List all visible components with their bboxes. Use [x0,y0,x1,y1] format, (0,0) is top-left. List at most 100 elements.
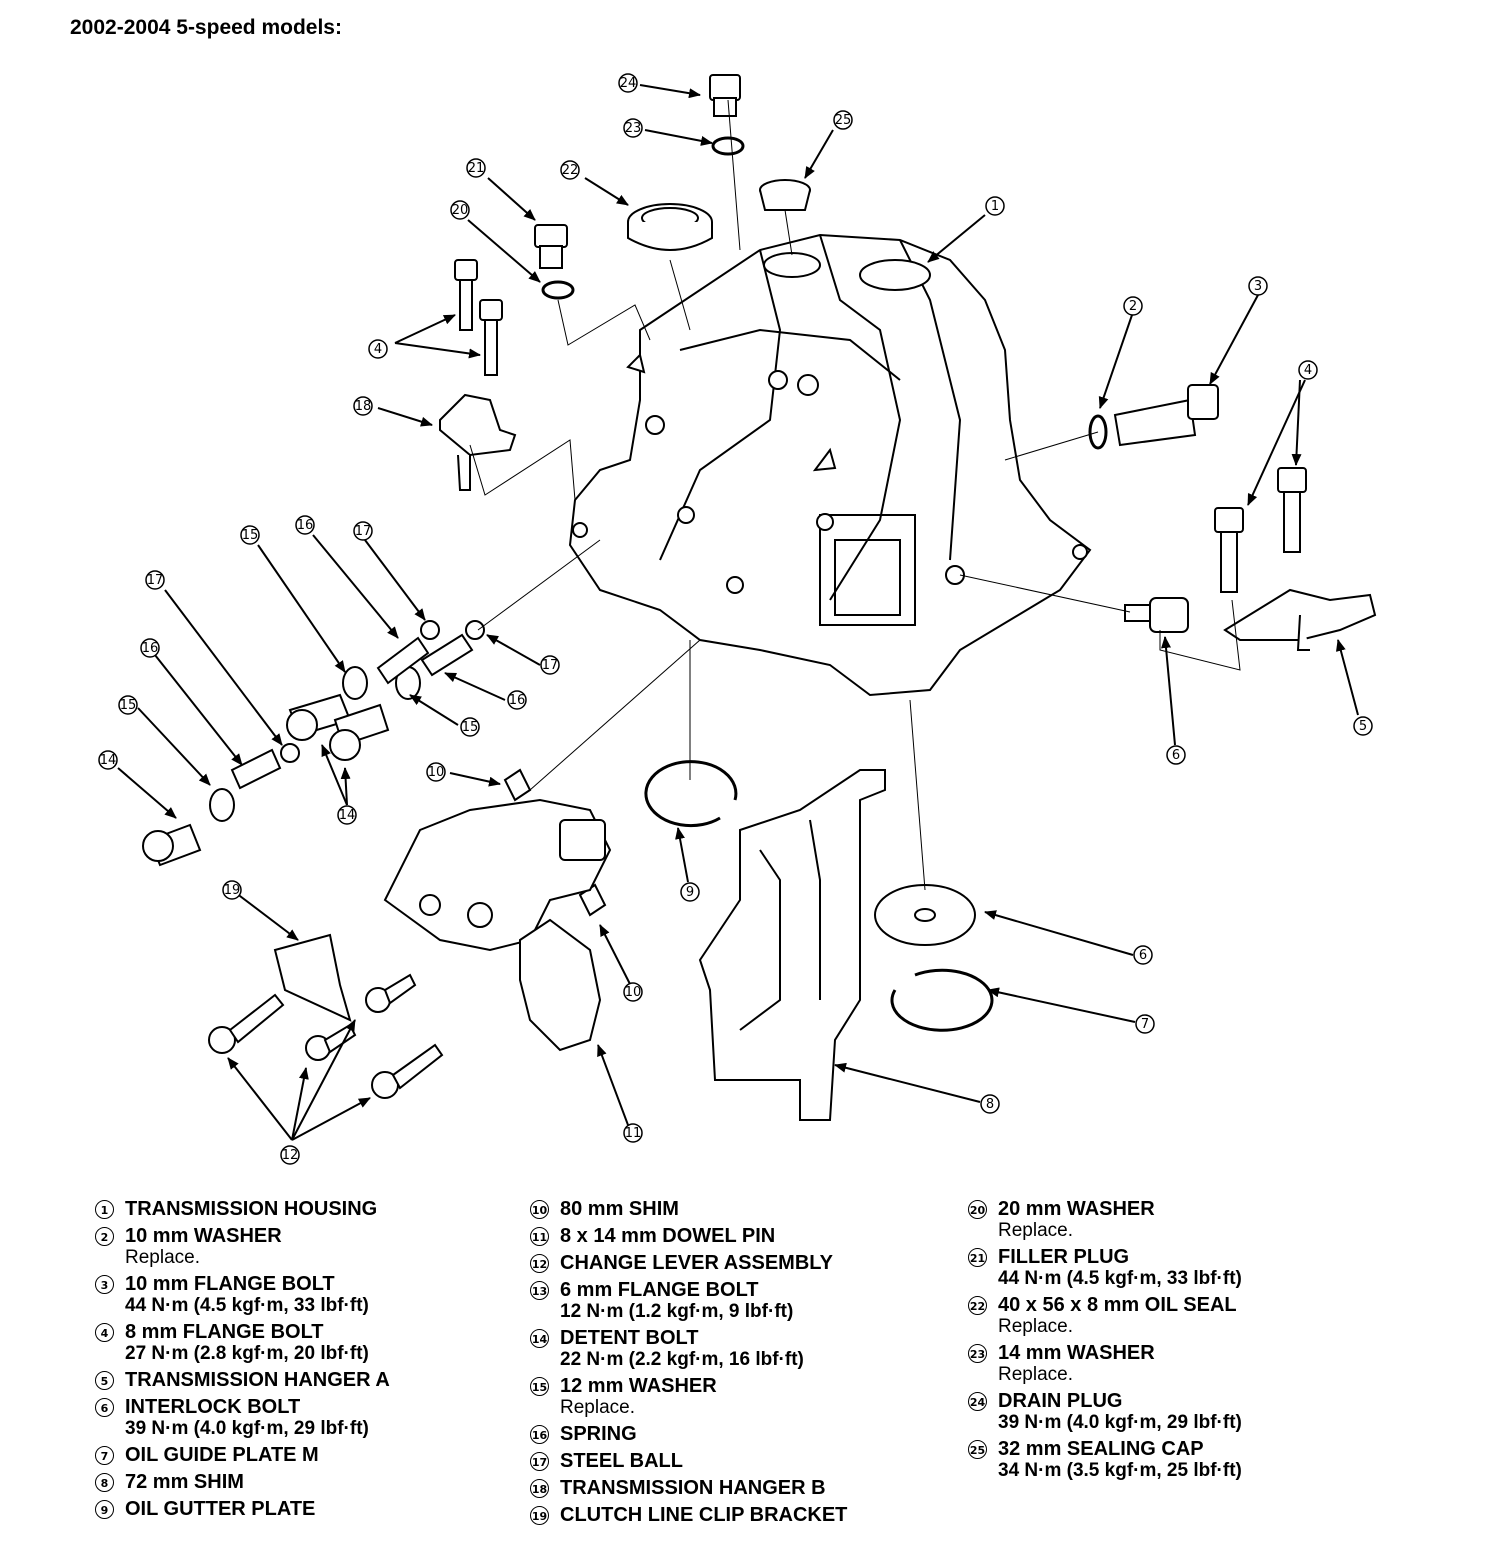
legend-number: 18 [530,1479,549,1498]
svg-text:16: 16 [142,641,159,656]
svg-text:10: 10 [428,765,445,780]
callout-6: 6 [1166,745,1186,765]
legend-name: 8 x 14 mm DOWEL PIN [560,1225,776,1247]
oil-guide-plate-m [874,884,976,946]
legend-item-12: 12 CHANGE LEVER ASSEMBLY [530,1252,847,1274]
svg-text:23: 23 [625,121,642,136]
legend-item-5: 5 TRANSMISSION HANGER A [95,1369,390,1391]
callout-18: 18 [353,396,373,416]
sealing-cap-25 [759,179,811,211]
legend-name: 8 mm FLANGE BOLT [125,1321,324,1343]
svg-text:18: 18 [355,399,372,414]
callout-7: 6 [1133,945,1153,965]
svg-text:16: 16 [509,693,526,708]
legend-name: STEEL BALL [560,1450,683,1472]
callout-15-upper: 15 [240,525,260,545]
callout-16-lower: 16 [140,638,160,658]
svg-text:14: 14 [100,753,117,768]
legend-name: SPRING [560,1423,637,1445]
legend-number: 14 [530,1329,549,1348]
svg-text:24: 24 [620,76,637,91]
assembly-lines [469,99,1241,891]
legend-spec: 12 N·m (1.2 kgf·m, 9 lbf·ft) [560,1301,794,1322]
legend-spec: 34 N·m (3.5 kgf·m, 25 lbf·ft) [998,1460,1242,1481]
callout-16-right: 16 [507,690,527,710]
legend-number: 21 [968,1248,987,1267]
callout-8: 7 [1135,1014,1155,1034]
svg-text:25: 25 [835,113,852,128]
interlock-bolt-6 [1124,597,1189,633]
callout-11-lower: 10 [623,982,643,1002]
callout-13: 12 [280,1145,300,1165]
svg-text:12: 12 [282,1148,299,1163]
callout-11-upper: 10 [426,762,446,782]
callout-20: 20 [450,200,470,220]
callout-3: 3 [1248,276,1268,296]
legend-item-18: 18 TRANSMISSION HANGER B [530,1477,847,1499]
svg-text:11: 11 [625,1126,642,1141]
legend-number: 22 [968,1296,987,1315]
callout-9: 8 [980,1094,1000,1114]
legend-name: 40 x 56 x 8 mm OIL SEAL [998,1294,1237,1316]
flange-bolts-4-right [1214,467,1307,593]
legend-spec: 27 N·m (2.8 kgf·m, 20 lbf·ft) [125,1343,369,1364]
legend-number: 19 [530,1506,549,1525]
legend-name: 80 mm SHIM [560,1198,679,1220]
change-lever-assembly [383,798,612,1052]
svg-text:7: 7 [1141,1017,1149,1032]
svg-text:3: 3 [1254,279,1262,294]
shim-8 [890,968,994,1032]
callout-arrows [117,84,1359,1141]
legend-number: 25 [968,1440,987,1459]
legend-note: Replace. [998,1316,1073,1337]
callout-circles: 24 23 25 22 21 20 1 2 3 4 4 18 15 16 17 … [98,73,1373,1165]
callout-14-center: 14 [337,805,357,825]
legend-name: TRANSMISSION HANGER B [560,1477,826,1499]
legend-name: 6 mm FLANGE BOLT [560,1279,759,1301]
legend-name: 10 mm WASHER [125,1225,282,1247]
legend-number: 23 [968,1344,987,1363]
legend-name: DETENT BOLT [560,1327,699,1349]
callout-4-right: 4 [1298,360,1318,380]
legend-number: 1 [95,1200,114,1219]
flange-bolts-4-left [454,259,503,376]
legend-spec: 44 N·m (4.5 kgf·m, 33 lbf·ft) [998,1268,1242,1289]
legend-name: 32 mm SEALING CAP [998,1438,1204,1460]
legend-number: 5 [95,1371,114,1390]
legend-spec: 22 N·m (2.2 kgf·m, 16 lbf·ft) [560,1349,804,1370]
legend-name: 72 mm SHIM [125,1471,244,1493]
legend-name: FILLER PLUG [998,1246,1130,1268]
legend-number: 12 [530,1254,549,1273]
shim-10 [644,760,738,828]
svg-text:14: 14 [339,808,356,823]
legend-number: 16 [530,1425,549,1444]
legend-name: TRANSMISSION HOUSING [125,1198,378,1220]
callout-4-left: 4 [368,339,388,359]
legend-spec: 44 N·m (4.5 kgf·m, 33 lbf·ft) [125,1295,369,1316]
legend-number: 24 [968,1392,987,1411]
callout-17-lower: 17 [145,570,165,590]
legend-name: 20 mm WASHER [998,1198,1155,1220]
legend-note: Replace. [560,1397,635,1418]
legend-item-16: 16 SPRING [530,1423,847,1445]
callout-25: 25 [833,110,853,130]
flange-bolts-13 [208,973,444,1099]
legend-name: TRANSMISSION HANGER A [125,1369,390,1391]
svg-text:6: 6 [1139,948,1147,963]
clutch-line-clip-bracket [273,933,352,1022]
legend-number: 9 [95,1500,114,1519]
legend-name: 12 mm WASHER [560,1375,717,1397]
transmission-hanger-b [439,393,517,491]
legend-name: CHANGE LEVER ASSEMBLY [560,1252,834,1274]
callout-17-right: 17 [540,655,560,675]
